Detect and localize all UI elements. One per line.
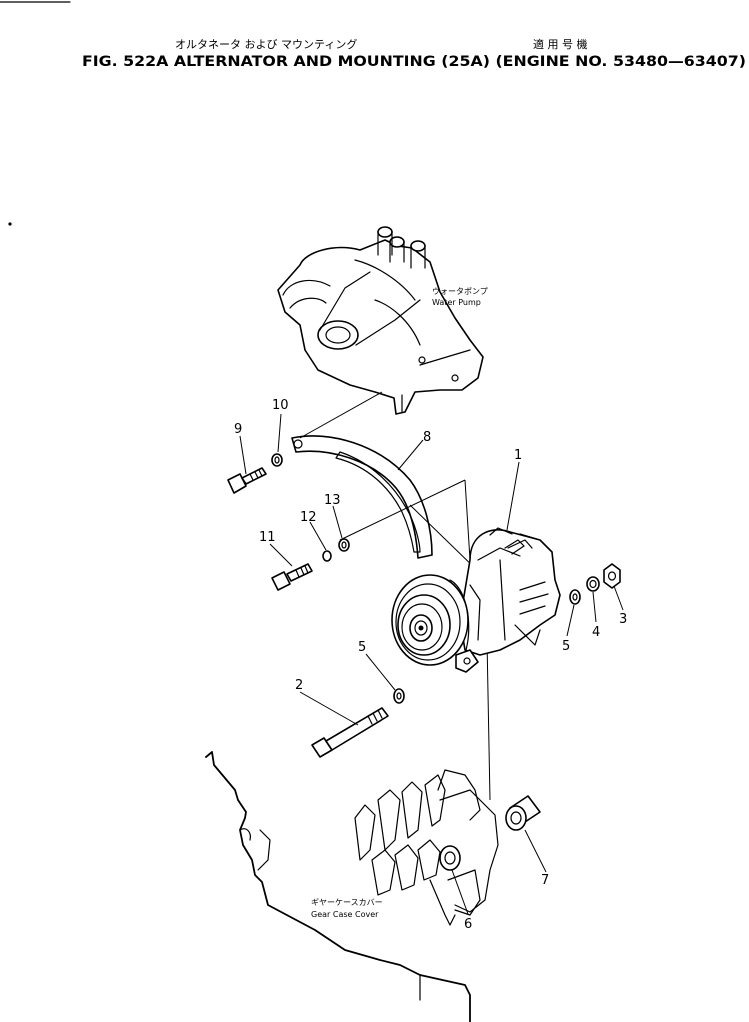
callout-8: 8: [423, 430, 431, 445]
callout-3: 3: [619, 612, 627, 627]
bolt-9-drawing: [227, 467, 267, 494]
water-pump-drawing: [277, 226, 484, 415]
washer-13-drawing: [338, 538, 350, 552]
callout-9: 9: [234, 422, 242, 437]
bolt-11-drawing: [271, 563, 313, 591]
title-japanese: オルタネータ および マウンティング: [175, 37, 357, 51]
washer-5-left-drawing: [393, 688, 405, 704]
washer-10-drawing: [271, 453, 283, 467]
applicable-models-japanese: 適 用 号 機: [533, 37, 588, 51]
gear-case-cover-label-japanese: ギヤーケースカバー: [311, 898, 383, 907]
callout-1: 1: [514, 448, 522, 463]
bolt-2-drawing: [311, 707, 389, 758]
figure-title: FIG. 522A ALTERNATOR AND MOUNTING (25A) …: [82, 54, 746, 70]
callout-5-left: 5: [358, 640, 366, 655]
nut-3-drawing: [603, 563, 621, 589]
gear-case-cover-label: Gear Case Cover: [311, 910, 379, 919]
callout-11: 11: [259, 530, 276, 545]
callout-12: 12: [300, 510, 317, 525]
washer-5-right-drawing: [569, 589, 581, 605]
spacer-7-drawing: [505, 795, 541, 831]
water-pump-label-japanese: ウォータポンプ: [432, 287, 488, 296]
washer-12-drawing: [322, 550, 332, 562]
water-pump-label: Water Pump: [432, 298, 481, 307]
callout-5-right: 5: [562, 639, 570, 654]
callout-leader-lines: [239, 413, 624, 915]
callout-4: 4: [592, 625, 600, 640]
scan-speck: [8, 222, 12, 226]
callout-7: 7: [541, 873, 549, 888]
alternator-drawing: [391, 527, 561, 673]
callout-6: 6: [464, 917, 472, 932]
callout-10: 10: [272, 398, 289, 413]
adjusting-bracket-drawing: [291, 435, 433, 559]
gear-case-cover-drawing: [205, 751, 499, 1022]
callout-2: 2: [295, 678, 303, 693]
lock-washer-4-drawing: [586, 576, 600, 592]
callout-13: 13: [324, 493, 341, 508]
